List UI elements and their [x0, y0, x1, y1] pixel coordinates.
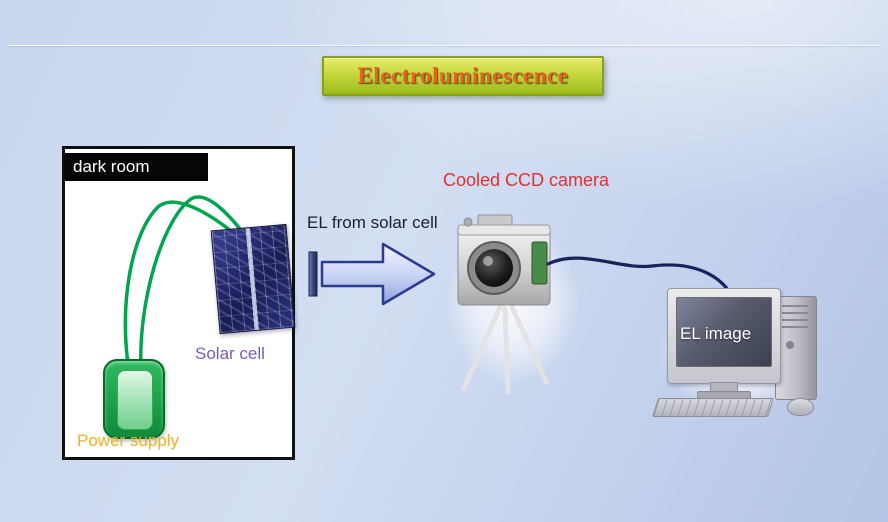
camera-knob — [463, 217, 473, 227]
computer-tower — [775, 296, 817, 400]
title-box: Electroluminescence — [322, 56, 604, 96]
top-divider-line — [8, 45, 880, 46]
el-arrow-icon — [308, 242, 436, 306]
el-image-label: EL image — [680, 324, 752, 343]
dark-room-label: dark room — [64, 153, 208, 181]
right-arrow-shape — [320, 242, 436, 306]
page-title: Electroluminescence — [357, 63, 569, 88]
power-supply-label: Power supply — [77, 431, 180, 450]
lens-highlight — [483, 256, 493, 266]
green-wires — [123, 195, 253, 373]
el-arrow-label: EL from solar cell — [307, 213, 438, 232]
camera-lens — [475, 249, 513, 287]
keyboard — [651, 398, 775, 417]
tower-power-button — [786, 341, 794, 349]
solar-cell-image — [210, 223, 296, 335]
dark-room-box: Solar cell Power supply dark room — [62, 146, 296, 460]
computer-image: EL image — [645, 275, 830, 425]
solar-cell-label: Solar cell — [195, 344, 265, 363]
tower-drive-slots — [782, 305, 808, 331]
el-emission-bar — [308, 251, 318, 297]
ccd-camera-image — [457, 214, 551, 395]
camera-top-bar — [457, 224, 551, 236]
mouse — [787, 398, 814, 416]
power-supply-screen — [117, 370, 153, 430]
tripod-legs — [461, 304, 549, 395]
monitor-screen: EL image — [676, 297, 772, 367]
computer-monitor: EL image — [667, 288, 781, 384]
power-supply-device — [103, 359, 165, 439]
ccd-camera-label: Cooled CCD camera — [443, 170, 610, 190]
